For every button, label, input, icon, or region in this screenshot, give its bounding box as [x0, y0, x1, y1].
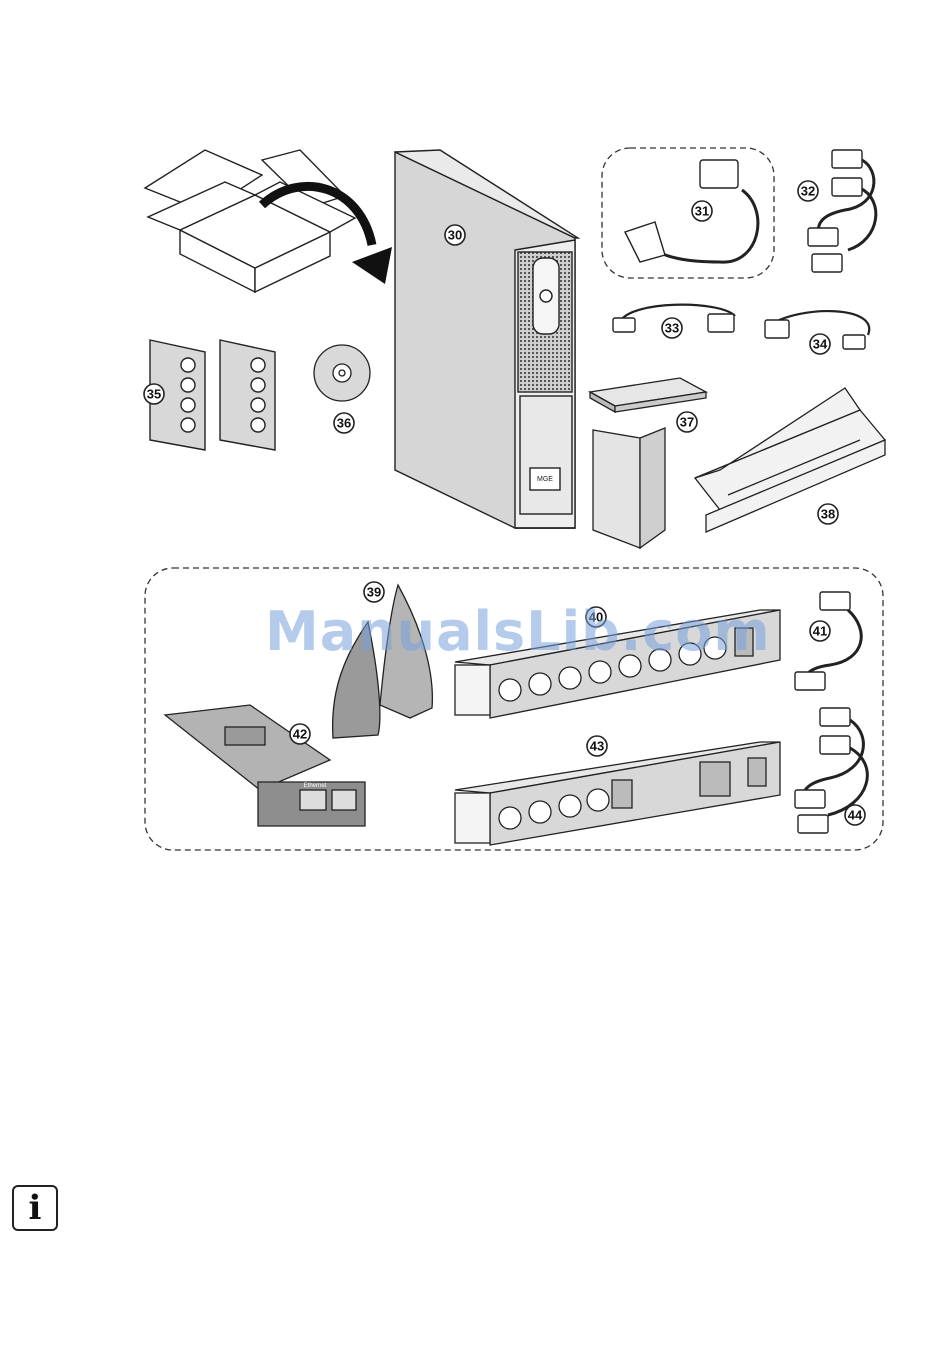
callout-36: 36	[334, 413, 354, 433]
svg-text:43: 43	[590, 739, 604, 754]
svg-text:38: 38	[821, 507, 835, 522]
svg-text:35: 35	[147, 387, 161, 402]
rail-kit-38	[695, 388, 885, 532]
power-strip-43	[455, 742, 780, 845]
cable-brackets-35	[150, 340, 275, 450]
callout-33: 33	[662, 318, 682, 338]
mge-logo: MGE	[537, 476, 553, 483]
callout-41: 41	[810, 621, 830, 641]
cd-rom-36	[314, 345, 370, 401]
svg-text:31: 31	[695, 204, 709, 219]
cable-41	[795, 592, 861, 690]
ups-unit: MGE	[395, 150, 578, 528]
callout-32: 32	[798, 181, 818, 201]
watermark: ManualsLib.com	[265, 600, 771, 663]
card-port-label: Ethernet	[304, 783, 327, 789]
callout-34: 34	[810, 334, 830, 354]
callout-38: 38	[818, 504, 838, 524]
svg-text:42: 42	[293, 727, 307, 742]
svg-text:39: 39	[367, 585, 381, 600]
svg-text:30: 30	[448, 228, 462, 243]
callout-44: 44	[845, 805, 865, 825]
svg-text:36: 36	[337, 416, 351, 431]
svg-text:41: 41	[813, 624, 827, 639]
callout-42: 42	[290, 724, 310, 744]
callout-43: 43	[587, 736, 607, 756]
callout-30: 30	[445, 225, 465, 245]
svg-text:33: 33	[665, 321, 679, 336]
info-icon: i	[12, 1185, 58, 1231]
callout-39: 39	[364, 582, 384, 602]
callout-37: 37	[677, 412, 697, 432]
svg-text:34: 34	[813, 337, 828, 352]
packaging-box	[145, 150, 355, 292]
ups-cables-32	[808, 150, 876, 272]
callout-35: 35	[144, 384, 164, 404]
svg-text:32: 32	[801, 184, 815, 199]
svg-text:37: 37	[680, 415, 694, 430]
svg-text:44: 44	[848, 808, 863, 823]
callout-31: 31	[692, 201, 712, 221]
power-cord-group-border	[602, 148, 774, 278]
manual-37	[590, 378, 706, 548]
